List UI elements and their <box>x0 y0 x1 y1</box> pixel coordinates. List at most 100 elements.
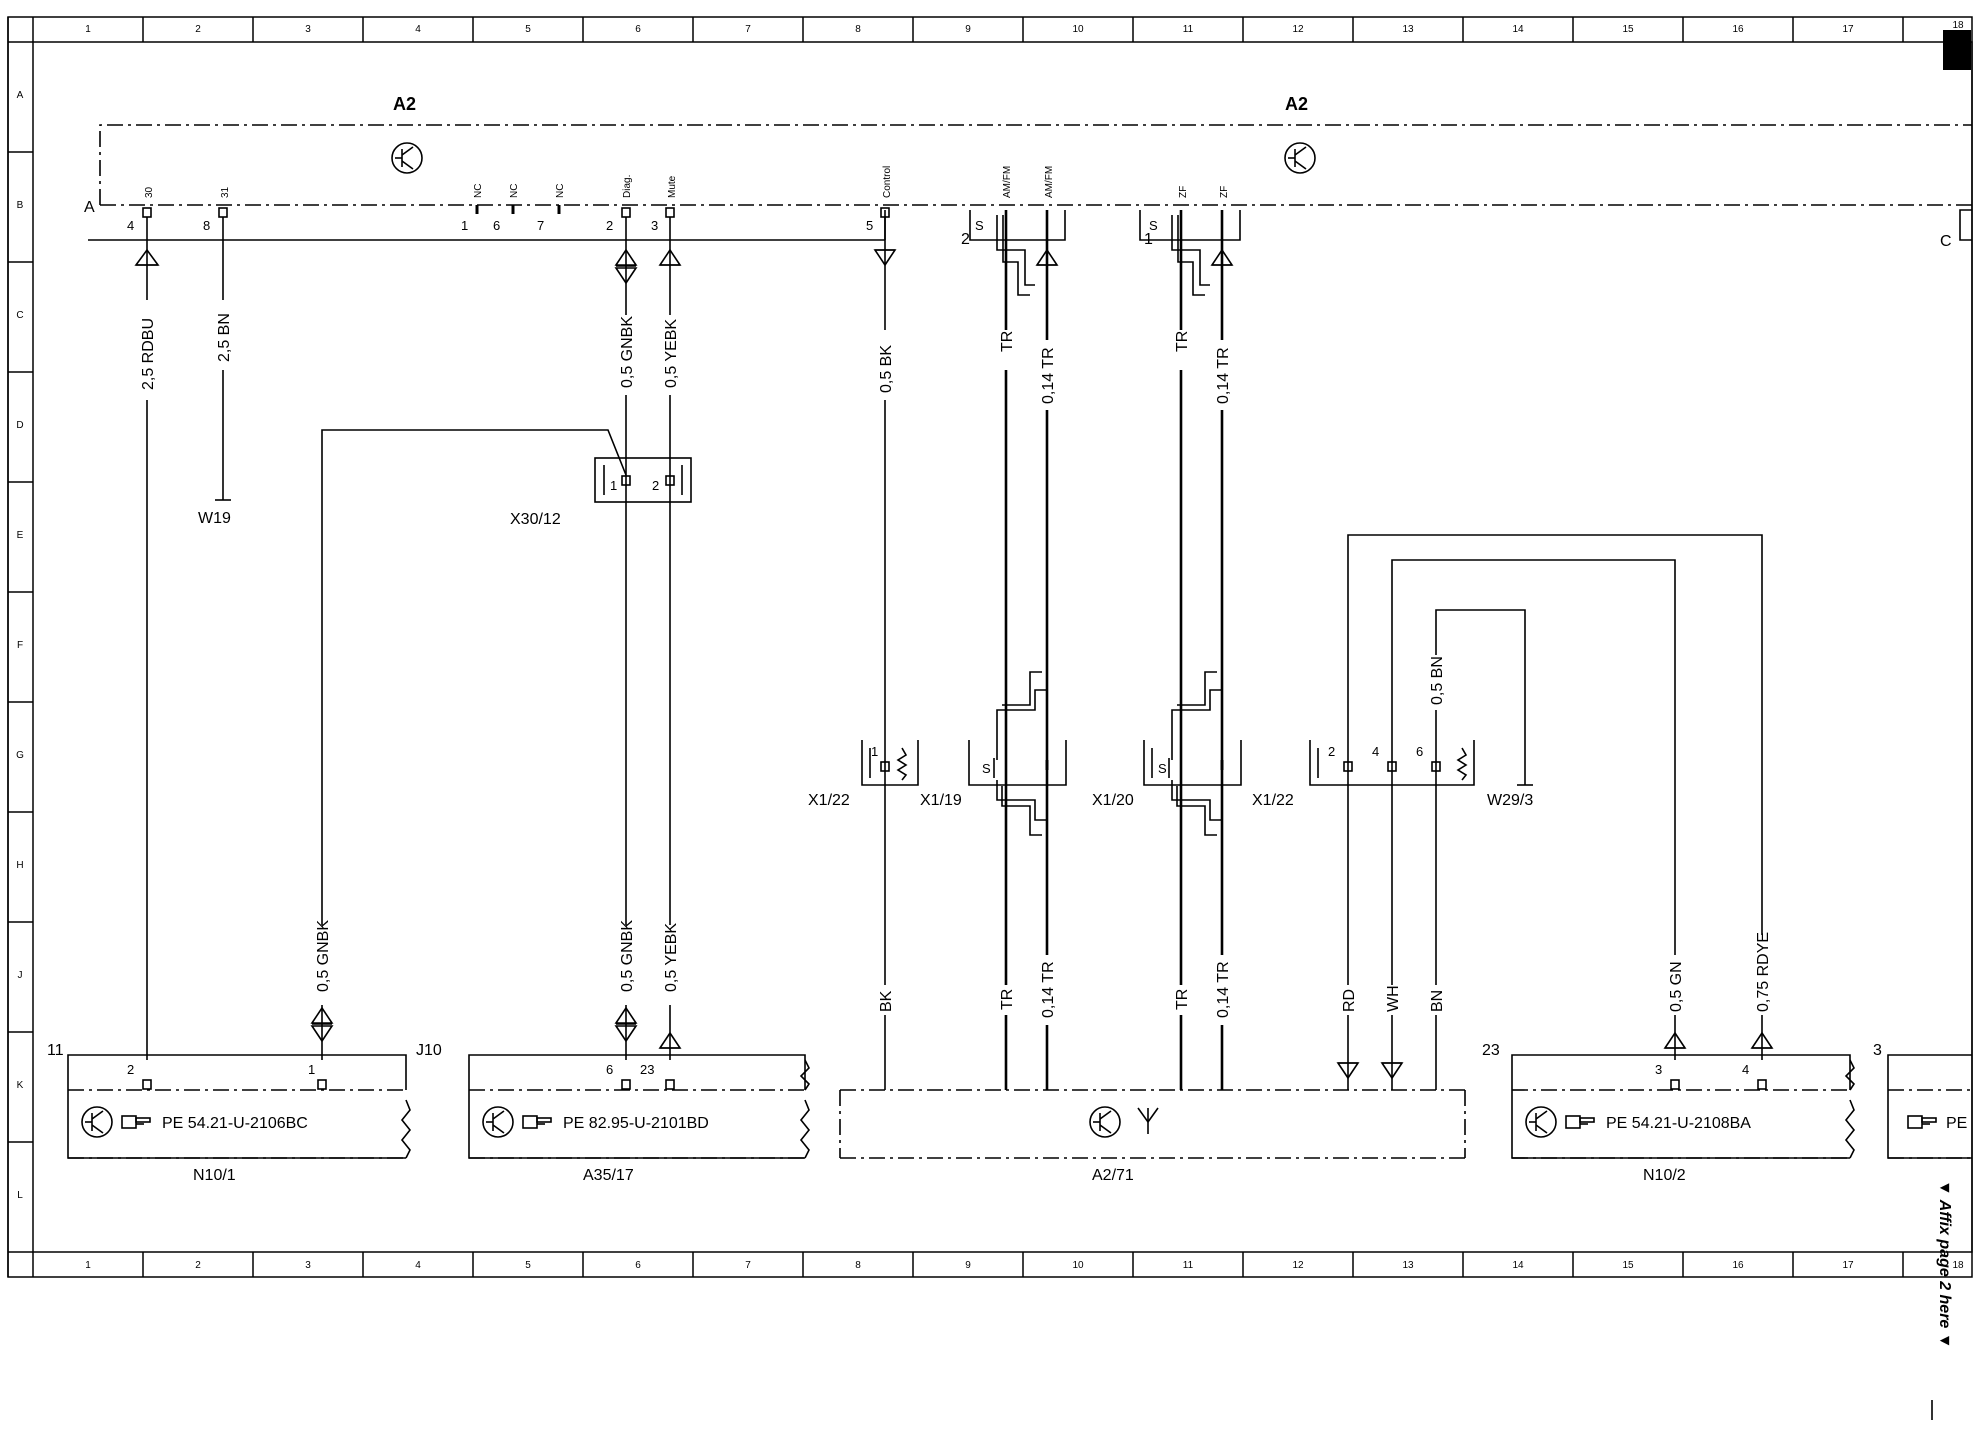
pin-number: 11 <box>47 1042 64 1059</box>
column-label: 5 <box>525 1260 531 1271</box>
column-label: 11 <box>1183 24 1194 35</box>
pin-name: NC <box>555 184 566 198</box>
column-label: 15 <box>1622 1260 1634 1271</box>
pin-number: 8 <box>203 218 210 233</box>
pin-name: Mute <box>667 175 678 198</box>
wire-label: 0,5 BN <box>1429 656 1446 705</box>
row-label: F <box>17 640 23 651</box>
pointing-hand-icon <box>1565 1115 1595 1129</box>
pin-number: 1 <box>610 478 617 493</box>
component-label: N10/1 <box>193 1167 236 1184</box>
component-label: A2/71 <box>1092 1167 1134 1184</box>
pin-number: 4 <box>1742 1062 1749 1077</box>
row-label: H <box>16 860 23 871</box>
wire-label: BK <box>878 990 895 1012</box>
pin-number: 4 <box>1372 744 1379 759</box>
connector-letter: A <box>84 199 95 216</box>
column-label: 10 <box>1072 1260 1084 1271</box>
antenna-icon <box>1137 1107 1159 1134</box>
wire-bn-shield <box>1435 609 1533 1090</box>
row-labels: A B C D E F G H J K L <box>16 90 24 1201</box>
part-reference: PE 54.21-U-2108BA <box>1606 1115 1751 1132</box>
connector-label: X1/20 <box>1092 792 1134 809</box>
pin-number: 3 <box>1873 1042 1882 1059</box>
wire-label: 0,14 TR <box>1215 961 1232 1018</box>
row-label: D <box>16 420 23 431</box>
column-label: 15 <box>1622 24 1634 35</box>
column-label: 17 <box>1842 24 1854 35</box>
column-label: 13 <box>1402 24 1414 35</box>
pin-number: 2 <box>1328 744 1335 759</box>
pin-name: ZF <box>1178 186 1189 198</box>
column-label: 16 <box>1732 24 1744 35</box>
pin-name: AM/FM <box>1044 166 1055 198</box>
transistor-icon <box>1525 1106 1557 1138</box>
transistor-icon <box>391 142 423 174</box>
row-label: J <box>18 970 23 981</box>
x30-12-connector: 1 2 <box>594 457 692 503</box>
column-label: 17 <box>1842 1260 1854 1271</box>
cutoff-component: 3 PE <box>1873 1042 1972 1159</box>
part-reference: PE <box>1946 1115 1967 1132</box>
wire-rd <box>1347 534 1763 1090</box>
column-label: 14 <box>1512 24 1524 35</box>
column-label: 8 <box>855 1260 861 1271</box>
a2-71-component <box>839 1089 1466 1159</box>
row-label: L <box>17 1190 23 1201</box>
column-label: 5 <box>525 24 531 35</box>
affix-note: ▼ Affix page 2 here ▼ <box>1936 1180 1953 1349</box>
x1-20-connector: S <box>1143 740 1242 786</box>
wire-label: 0,14 TR <box>1040 347 1057 404</box>
row-label: A <box>17 90 24 101</box>
pin-name: 31 <box>220 186 231 198</box>
pin-number: 2 <box>606 218 613 233</box>
wire-label: 0,14 TR <box>1215 347 1232 404</box>
component-label: A35/17 <box>583 1167 634 1184</box>
wire-label: 2,5 RDBU <box>140 318 157 390</box>
connector-label: W29/3 <box>1487 792 1533 809</box>
wire-label: TR <box>1174 331 1191 352</box>
connector-letter: J10 <box>416 1042 442 1059</box>
wire-label: WH <box>1385 985 1402 1012</box>
pin-name: ZF <box>1219 186 1230 198</box>
component-label: N10/2 <box>1643 1167 1686 1184</box>
wire-label: BN <box>1429 990 1446 1012</box>
n10-2-component: 3 4 23 PE 54.21-U-2108BA <box>1482 1042 1856 1159</box>
n10-1-component: 2 1 11 J10 PE 54.21-U-2106BC <box>47 1042 442 1159</box>
wire-label: 0,5 GNBK <box>619 316 636 388</box>
column-label: 12 <box>1292 24 1304 35</box>
column-label: 8 <box>855 24 861 35</box>
connector-label: X1/22 <box>1252 792 1294 809</box>
part-reference: PE 54.21-U-2106BC <box>162 1115 308 1132</box>
wire-gnbk-to-n101 <box>321 429 627 1060</box>
pin-name: Control <box>882 166 893 198</box>
column-label: 2 <box>195 1260 201 1271</box>
pin-number: 1 <box>1144 231 1153 248</box>
wire-label: 0,5 BK <box>878 345 895 393</box>
a35-17-component: 6 23 PE 82.95-U-2101BD <box>468 1054 811 1159</box>
column-label: 18 <box>1952 20 1964 31</box>
column-label: 3 <box>305 24 311 35</box>
wire-label: 0,5 GN <box>1668 961 1685 1012</box>
pointing-hand-icon <box>121 1115 151 1129</box>
column-label: 10 <box>1072 24 1084 35</box>
transistor-icon <box>1089 1106 1121 1138</box>
transistor-icon <box>81 1106 113 1138</box>
transistor-icon <box>1284 142 1316 174</box>
connector-label: W19 <box>198 510 231 527</box>
pin-number: 6 <box>606 1062 613 1077</box>
pin-number: 5 <box>866 218 873 233</box>
pin-number: S <box>1149 218 1158 233</box>
column-label: 11 <box>1183 1260 1194 1271</box>
pin-number: 2 <box>652 478 659 493</box>
row-label: B <box>17 200 24 211</box>
column-label: 4 <box>415 24 421 35</box>
column-label: 16 <box>1732 1260 1744 1271</box>
pin-number: 23 <box>640 1062 654 1077</box>
column-labels-top: 1 2 3 4 5 6 7 8 9 10 11 12 13 14 15 16 1… <box>85 20 1964 35</box>
column-label: 13 <box>1402 1260 1414 1271</box>
column-label: 6 <box>635 24 641 35</box>
column-label: 1 <box>85 24 91 35</box>
column-label: 4 <box>415 1260 421 1271</box>
